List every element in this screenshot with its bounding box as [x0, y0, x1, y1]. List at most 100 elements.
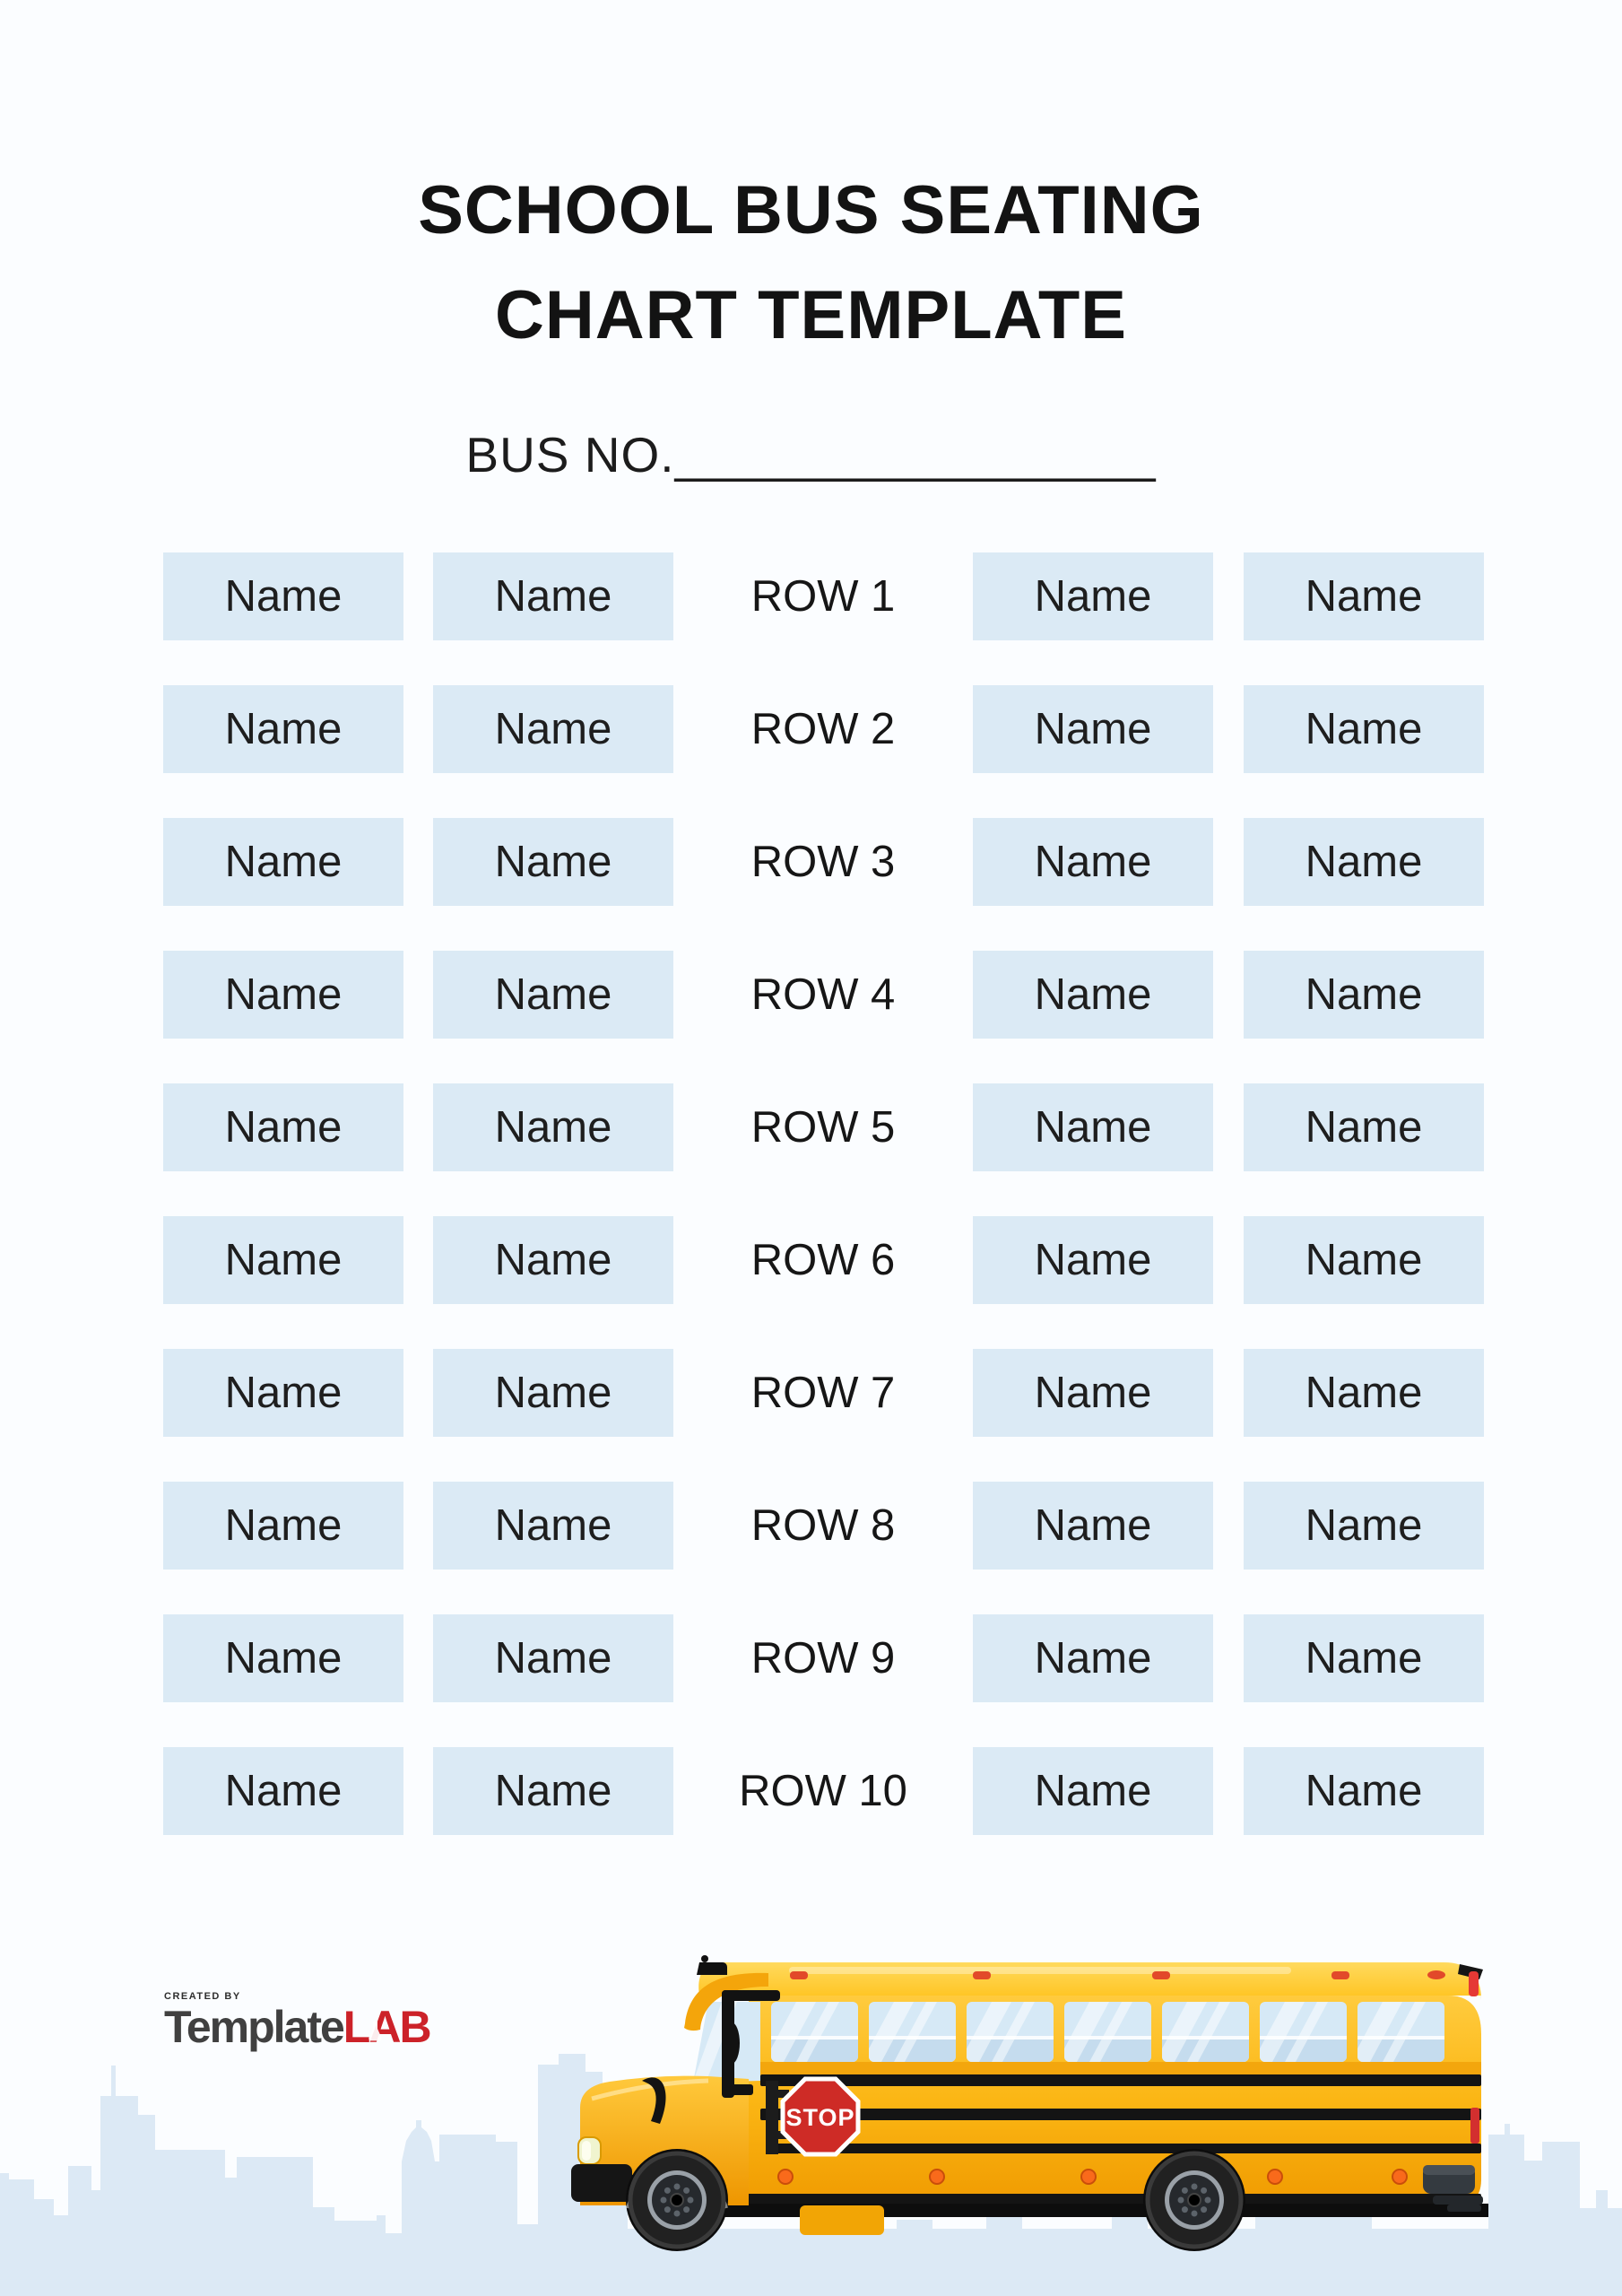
- stop-sign-label: STOP: [785, 2104, 854, 2131]
- seat-cell[interactable]: Name: [433, 951, 673, 1039]
- bus-window-icon: [1057, 2002, 1151, 2062]
- seat-cell[interactable]: Name: [1244, 552, 1484, 640]
- flask-icon: [369, 2022, 382, 2041]
- seat-cell[interactable]: Name: [433, 1482, 673, 1570]
- seating-row-10: Name Name Name Name ROW 10: [0, 1747, 1622, 1835]
- seat-cell[interactable]: Name: [973, 1349, 1213, 1437]
- bus-number-blank[interactable]: _________________: [674, 427, 1157, 483]
- seat-cell[interactable]: Name: [973, 951, 1213, 1039]
- row-label: ROW 7: [750, 1369, 896, 1417]
- seat-cell[interactable]: Name: [433, 818, 673, 906]
- under-window-shade: [760, 2062, 1481, 2074]
- roof-highlight: [789, 1967, 1291, 1974]
- seat-cell[interactable]: Name: [1244, 1216, 1484, 1304]
- seating-row-9: Name Name Name Name ROW 9: [0, 1614, 1622, 1702]
- rear-tail-light-icon: [1469, 1971, 1479, 1996]
- seating-row-1: Name Name Name Name ROW 1: [0, 552, 1622, 640]
- seat-cell[interactable]: Name: [433, 1216, 673, 1304]
- side-marker-lights-icon: [777, 2169, 1408, 2185]
- seat-cell[interactable]: Name: [973, 1614, 1213, 1702]
- fuel-tank: [800, 2205, 884, 2235]
- seat-cell[interactable]: Name: [163, 1083, 403, 1171]
- row-label: ROW 6: [750, 1236, 896, 1284]
- row-label: ROW 2: [750, 705, 896, 753]
- seating-row-2: Name Name Name Name ROW 2: [0, 685, 1622, 773]
- seat-cell[interactable]: Name: [1244, 1747, 1484, 1835]
- seat-cell[interactable]: Name: [433, 1614, 673, 1702]
- page-title-line2: CHART TEMPLATE: [495, 277, 1127, 353]
- logo-brand-gray: Template: [164, 2002, 345, 2052]
- rear-bumper: [1423, 2108, 1483, 2212]
- row-label: ROW 1: [750, 572, 896, 621]
- seat-cell[interactable]: Name: [973, 552, 1213, 640]
- seat-cell[interactable]: Name: [163, 1482, 403, 1570]
- seat-cell[interactable]: Name: [433, 685, 673, 773]
- roof-front-cap: [697, 1962, 727, 1975]
- bus-window-icon: [1253, 2002, 1347, 2062]
- seating-row-6: Name Name Name Name ROW 6: [0, 1216, 1622, 1304]
- seat-cell[interactable]: Name: [973, 685, 1213, 773]
- page-title: SCHOOL BUS SEATING CHART TEMPLATE: [0, 158, 1622, 368]
- rear-wheel-icon: [1145, 2151, 1244, 2249]
- row-label: ROW 8: [750, 1501, 896, 1550]
- row-label: ROW 4: [750, 970, 896, 1019]
- school-bus-illustration: STOP: [571, 1955, 1488, 2251]
- mirror-icon: [722, 1990, 780, 2098]
- bus-window-icon: [959, 2002, 1054, 2062]
- seat-cell[interactable]: Name: [973, 1083, 1213, 1171]
- seat-cell[interactable]: Name: [973, 1482, 1213, 1570]
- seat-cell[interactable]: Name: [1244, 685, 1484, 773]
- seat-cell[interactable]: Name: [433, 1083, 673, 1171]
- seat-cell[interactable]: Name: [163, 1614, 403, 1702]
- row-label: ROW 5: [750, 1103, 896, 1152]
- seat-cell[interactable]: Name: [1244, 1482, 1484, 1570]
- stop-sign-icon: STOP: [766, 2076, 861, 2157]
- seat-cell[interactable]: Name: [973, 818, 1213, 906]
- seat-cell[interactable]: Name: [163, 1349, 403, 1437]
- hood-bracket-icon: [642, 2077, 666, 2124]
- logo-brand-red: LAB: [343, 2002, 432, 2052]
- seat-cell[interactable]: Name: [1244, 1614, 1484, 1702]
- bus-window-icon: [1155, 2002, 1249, 2062]
- logo-brand-text: TemplateLAB: [164, 2003, 433, 2052]
- seat-cell[interactable]: Name: [433, 1349, 673, 1437]
- seat-cell[interactable]: Name: [163, 951, 403, 1039]
- bus-window-icon: [862, 2002, 956, 2062]
- roof-marker-lights-icon: [790, 1970, 1445, 1979]
- logo-credit-text: CREATED BY: [164, 1991, 241, 2002]
- row-label: ROW 10: [739, 1767, 907, 1815]
- sun-visor: [684, 1972, 768, 2031]
- bus-number-label: BUS NO.: [465, 427, 675, 483]
- seat-cell[interactable]: Name: [973, 1216, 1213, 1304]
- row-label: ROW 3: [750, 838, 896, 886]
- seat-cell[interactable]: Name: [163, 1216, 403, 1304]
- bus-window-icon: [1350, 2002, 1444, 2062]
- front-wheel-icon: [628, 2151, 726, 2249]
- seat-cell[interactable]: Name: [163, 1747, 403, 1835]
- seat-cell[interactable]: Name: [433, 552, 673, 640]
- seat-cell[interactable]: Name: [1244, 818, 1484, 906]
- bus-number-line: BUS NO._________________: [0, 420, 1622, 490]
- page-title-line1: SCHOOL BUS SEATING: [418, 172, 1204, 248]
- seating-row-7: Name Name Name Name ROW 7: [0, 1349, 1622, 1437]
- headlight-icon: [577, 2136, 602, 2165]
- seat-cell[interactable]: Name: [1244, 1083, 1484, 1171]
- seat-cell[interactable]: Name: [1244, 1349, 1484, 1437]
- templatelab-logo: CREATED BY TemplateLAB: [164, 1991, 433, 2052]
- seat-cell[interactable]: Name: [163, 552, 403, 640]
- seating-row-3: Name Name Name Name ROW 3: [0, 818, 1622, 906]
- undercarriage: [699, 2204, 1488, 2217]
- row-label: ROW 9: [750, 1634, 896, 1683]
- hood-highlight: [591, 2078, 709, 2101]
- seat-cell[interactable]: Name: [1244, 951, 1484, 1039]
- seat-cell[interactable]: Name: [433, 1747, 673, 1835]
- bus-roof: [698, 1962, 1481, 2000]
- seat-cell[interactable]: Name: [163, 685, 403, 773]
- seating-row-5: Name Name Name Name ROW 5: [0, 1083, 1622, 1171]
- seating-row-4: Name Name Name Name ROW 4: [0, 951, 1622, 1039]
- seat-cell[interactable]: Name: [163, 818, 403, 906]
- seat-cell[interactable]: Name: [973, 1747, 1213, 1835]
- roof-antenna-icon: [701, 1955, 708, 1962]
- bus-window-icon: [764, 2002, 858, 2062]
